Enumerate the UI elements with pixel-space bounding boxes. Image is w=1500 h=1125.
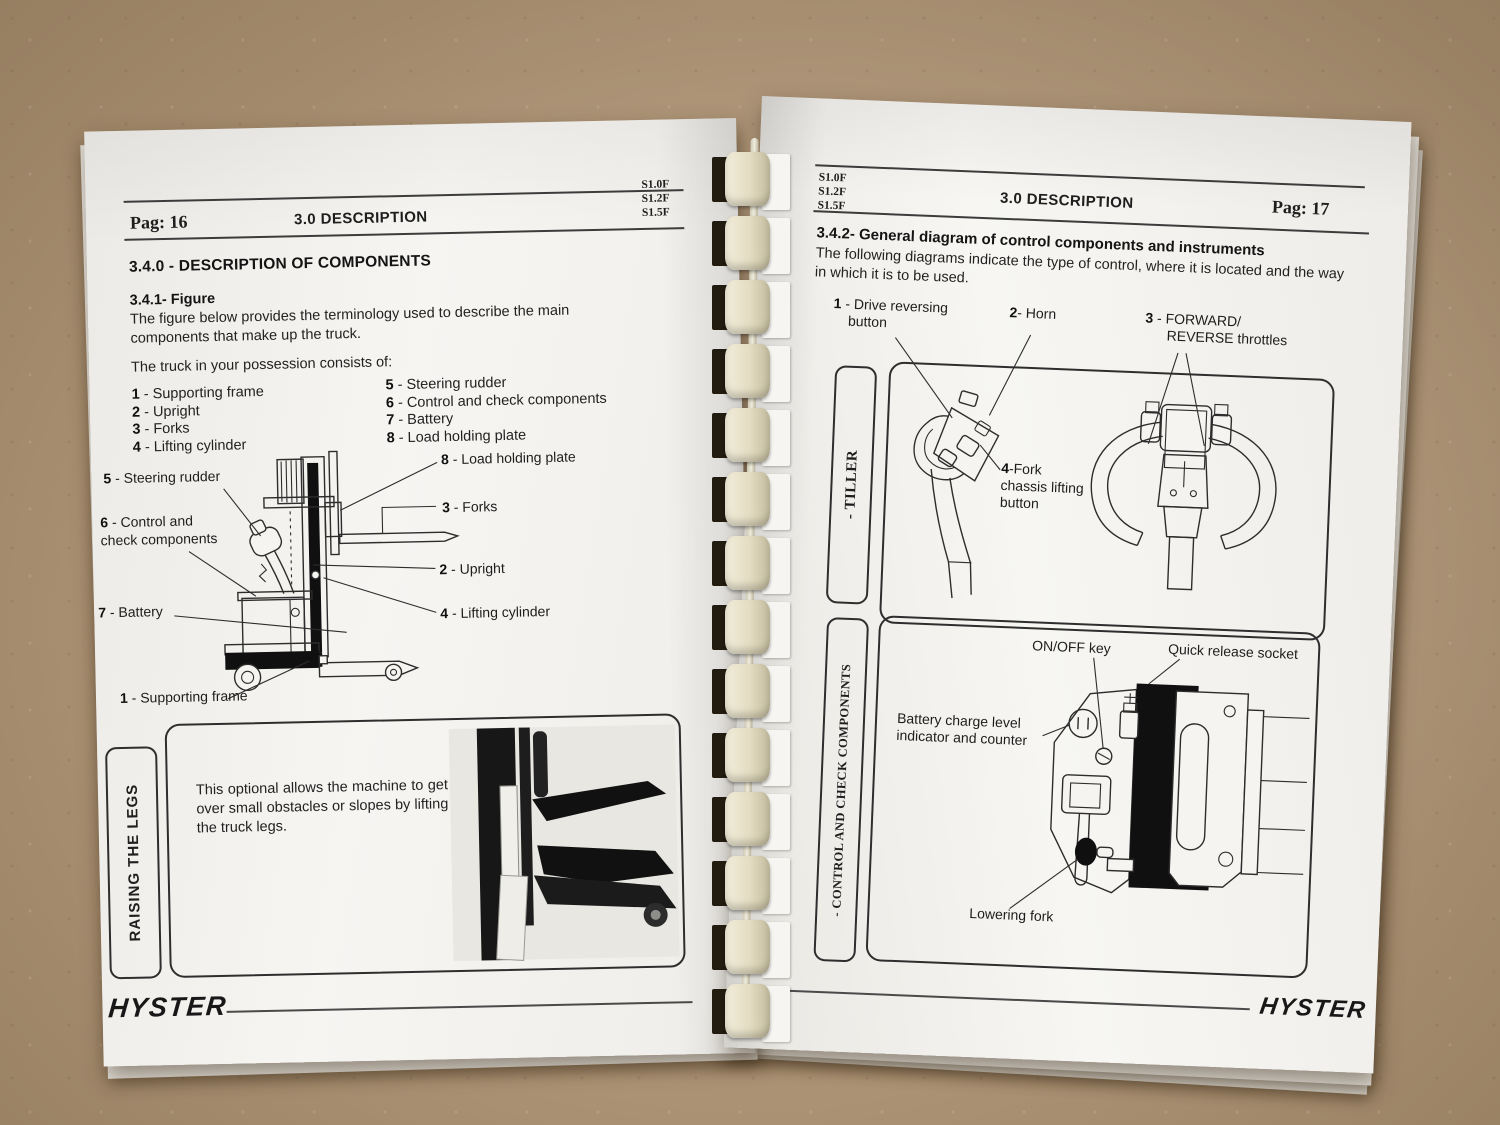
truck-line-art <box>174 450 460 700</box>
comb-tooth <box>700 408 812 466</box>
header-rule-bottom <box>124 227 685 241</box>
label-horn: 2- Horn <box>1009 304 1057 322</box>
comb-tooth <box>700 728 812 786</box>
model-codes: S1.0F S1.2F S1.5F <box>641 178 670 219</box>
label-battery: 7 - Battery <box>98 603 163 621</box>
figure-heading: 3.4.1- Figure <box>129 290 216 309</box>
control-components-tab: - CONTROL AND CHECK COMPONENTS <box>813 617 870 963</box>
footer-rule <box>784 989 1250 1011</box>
label-upright: 2 - Upright <box>439 559 505 578</box>
comb-tooth <box>700 664 812 722</box>
fork-photo <box>448 724 680 962</box>
chapter-title: 3.0 DESCRIPTION <box>999 189 1134 212</box>
page-number: Pag: 16 <box>129 211 188 233</box>
comb-tooth <box>700 472 812 530</box>
label-forks: 3 - Forks <box>441 498 498 516</box>
hyster-logo: HYSTER <box>1257 992 1369 1024</box>
comb-tooth <box>700 536 812 594</box>
tiller-tab: - TILLER <box>825 365 878 605</box>
truck-diagram: 8 - Load holding plate 3 - Forks 2 - Upr… <box>91 437 717 728</box>
section-title: 3.4.0 - DESCRIPTION OF COMPONENTS <box>128 252 432 276</box>
comb-tooth <box>700 984 812 1042</box>
chapter-title: 3.0 DESCRIPTION <box>293 208 428 229</box>
raising-legs-box: This optional allows the machine to get … <box>164 713 686 979</box>
manual-left-page: Pag: 16 3.0 DESCRIPTION S1.0F S1.2F S1.5… <box>84 118 756 1067</box>
footer-rule <box>226 1001 693 1013</box>
label-lifting-cylinder: 4 - Lifting cylinder <box>440 603 551 622</box>
header-rule-top <box>123 189 684 203</box>
comb-tooth <box>700 856 812 914</box>
control-components-box: ON/OFF key Quick release socket Battery … <box>865 615 1321 979</box>
label-load-holding-plate: 8 - Load holding plate <box>440 448 576 468</box>
intro-line: The truck in your possession consists of… <box>130 354 393 376</box>
raising-legs-tab: RAISING THE LEGS <box>105 746 162 980</box>
comb-binding <box>700 0 812 1125</box>
comb-tooth <box>700 280 812 338</box>
comb-tooth <box>700 920 812 978</box>
label-steering-rudder: 5 - Steering rudder <box>103 467 221 487</box>
control-panel-line-art <box>1009 657 1310 910</box>
label-lowering-fork: Lowering fork <box>969 904 1054 925</box>
page-number: Pag: 17 <box>1271 196 1330 219</box>
section-paragraph: The following diagrams indicate the type… <box>814 245 1345 287</box>
comb-tooth <box>700 344 812 402</box>
header-rule-top <box>815 164 1365 189</box>
raising-legs-text: This optional allows the machine to get … <box>195 777 449 837</box>
model-codes: S1.0F S1.2F S1.5F <box>817 171 847 213</box>
label-supporting-frame: 1 - Supporting frame <box>119 687 248 707</box>
hyster-logo: HYSTER <box>107 990 229 1024</box>
label-throttles: 3 - FORWARD/REVERSE throttles <box>1145 309 1288 349</box>
figure-paragraph: The figure below provides the terminolog… <box>129 302 570 347</box>
comb-tooth <box>700 792 812 850</box>
list-item: 1 - Supporting frame <box>131 383 265 403</box>
manual-right-page: S1.0F S1.2F S1.5F 3.0 DESCRIPTION Pag: 1… <box>723 96 1412 1074</box>
comb-tooth <box>700 152 812 210</box>
comb-tooth <box>700 600 812 658</box>
component-list-col2: 5 - Steering rudder 6 - Control and chec… <box>385 373 607 448</box>
label-onoff-key: ON/OFF key <box>1031 637 1111 657</box>
tiller-line-art <box>913 390 1277 599</box>
comb-tooth <box>700 216 812 274</box>
